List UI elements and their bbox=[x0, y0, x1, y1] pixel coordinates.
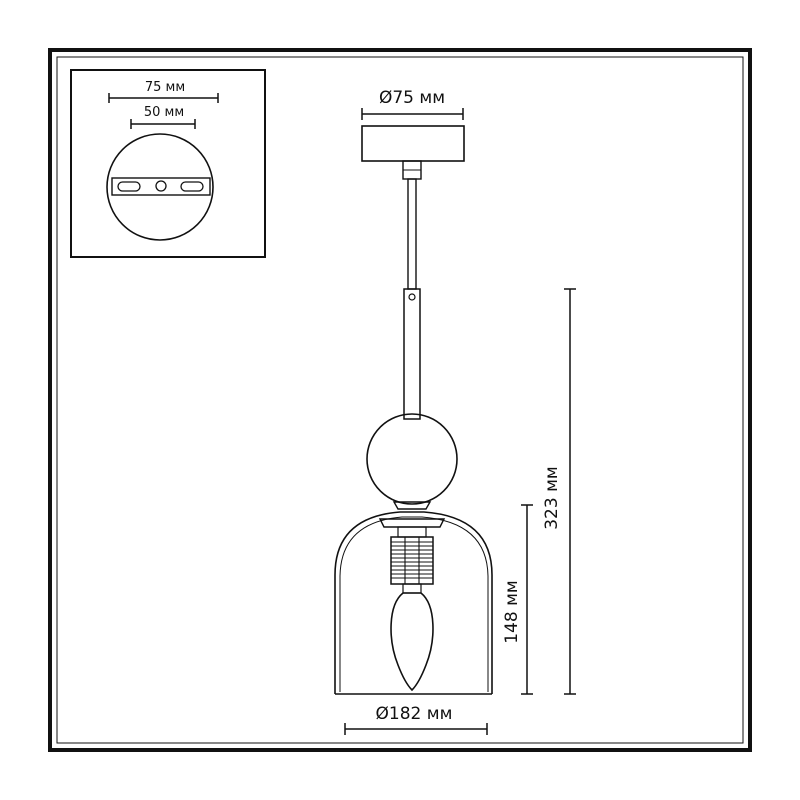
shade-diameter-dimension: Ø182 мм bbox=[344, 704, 488, 735]
inner-frame bbox=[56, 56, 744, 744]
candle-bulb bbox=[390, 592, 434, 692]
inset-hole-spacing-label: 50 мм bbox=[144, 105, 184, 120]
shade-diameter-label: Ø182 мм bbox=[376, 704, 453, 724]
glass-shade-outer bbox=[334, 511, 493, 694]
canopy-diameter-dimension: Ø75 мм bbox=[361, 88, 464, 120]
canopy bbox=[361, 125, 465, 162]
total-height-dimension: 323 мм bbox=[542, 288, 576, 695]
shade-height-label: 148 мм bbox=[502, 580, 522, 644]
total-height-label: 323 мм bbox=[542, 466, 562, 530]
mounting-slot-left bbox=[117, 181, 141, 192]
stem-screw bbox=[408, 293, 416, 301]
socket-neck bbox=[397, 526, 427, 538]
outer-frame bbox=[48, 48, 752, 752]
canopy-top-view-inset: 75 мм 50 мм bbox=[70, 69, 266, 258]
canopy-plate-circle bbox=[106, 133, 214, 241]
shade-height-dimension: 148 мм bbox=[502, 504, 533, 695]
lower-stem bbox=[403, 288, 421, 420]
suspension-rod bbox=[407, 178, 417, 290]
socket-thread bbox=[391, 537, 433, 584]
socket-cap bbox=[378, 518, 446, 528]
bulb-base bbox=[402, 583, 422, 594]
socket-body bbox=[390, 536, 434, 585]
decorative-sphere bbox=[366, 413, 458, 505]
mounting-bar bbox=[111, 177, 211, 196]
glass-shade-inner bbox=[339, 516, 489, 692]
lamp-side-view bbox=[334, 125, 493, 695]
inset-outer-width-label: 75 мм bbox=[145, 80, 185, 95]
canopy-diameter-label: Ø75 мм bbox=[379, 88, 445, 108]
inset-frame bbox=[70, 69, 266, 258]
mounting-center-hole bbox=[155, 180, 167, 192]
sphere-bottom-collar bbox=[392, 501, 432, 510]
mounting-slot-right bbox=[180, 181, 204, 192]
